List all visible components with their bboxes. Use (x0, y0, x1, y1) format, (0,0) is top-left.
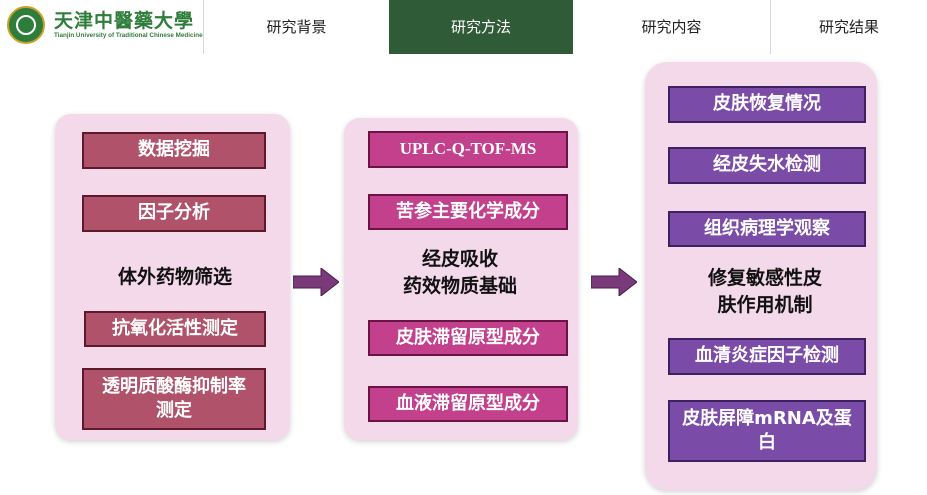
histopathology-box: 组织病理学观察 (668, 211, 866, 247)
skin-recovery-box: 皮肤恢复情况 (668, 86, 866, 123)
skin-barrier-mrna-box: 皮肤屏障mRNA及蛋白 (668, 400, 866, 462)
arrow-right-icon (293, 268, 339, 296)
logo-name-en: Tianjin University of Traditional Chines… (54, 32, 203, 39)
tab-divider (770, 0, 771, 54)
middle-center-line1: 经皮吸收 (421, 248, 498, 270)
right-center-line2: 肤作用机制 (717, 293, 813, 316)
factor-analysis-box: 因子分析 (82, 195, 266, 232)
data-mining-box: 数据挖掘 (82, 132, 266, 169)
tab-research-background[interactable]: 研究背景 (266, 18, 327, 36)
middle-center-line2: 药效物质基础 (402, 274, 517, 297)
antioxidant-test-box: 抗氧化活性测定 (84, 311, 266, 347)
sophora-components-box: 苦参主要化学成分 (368, 194, 568, 230)
skin-retained-box: 皮肤滞留原型成分 (368, 320, 568, 356)
right-center-line1: 修复敏感性皮 (707, 267, 822, 289)
blood-retained-box: 血液滞留原型成分 (368, 386, 568, 422)
serum-cytokine-box: 血清炎症因子检测 (668, 338, 866, 375)
logo-name-cn: 天津中醫藥大學 (54, 10, 195, 32)
tab-research-methods[interactable]: 研究方法 (389, 0, 573, 54)
university-logo: 天津中醫藥大學 Tianjin University of Traditiona… (0, 0, 204, 54)
arrow-right-icon (591, 268, 637, 296)
right-center-label: 修复敏感性皮 肤作用机制 (660, 265, 870, 318)
left-center-label: 体外药物筛选 (117, 266, 232, 288)
tab-research-content[interactable]: 研究内容 (641, 18, 702, 36)
hyaluronidase-test-box: 透明质酸酶抑制率测定 (82, 368, 266, 430)
uplc-box: UPLC-Q-TOF-MS (368, 131, 568, 168)
university-emblem-icon (7, 6, 45, 44)
header-bar: 天津中醫藥大學 Tianjin University of Traditiona… (0, 0, 927, 54)
tewl-test-box: 经皮失水检测 (668, 147, 866, 184)
tab-research-results[interactable]: 研究结果 (818, 18, 879, 36)
middle-center-label: 经皮吸收 药效物质基础 (360, 246, 560, 299)
